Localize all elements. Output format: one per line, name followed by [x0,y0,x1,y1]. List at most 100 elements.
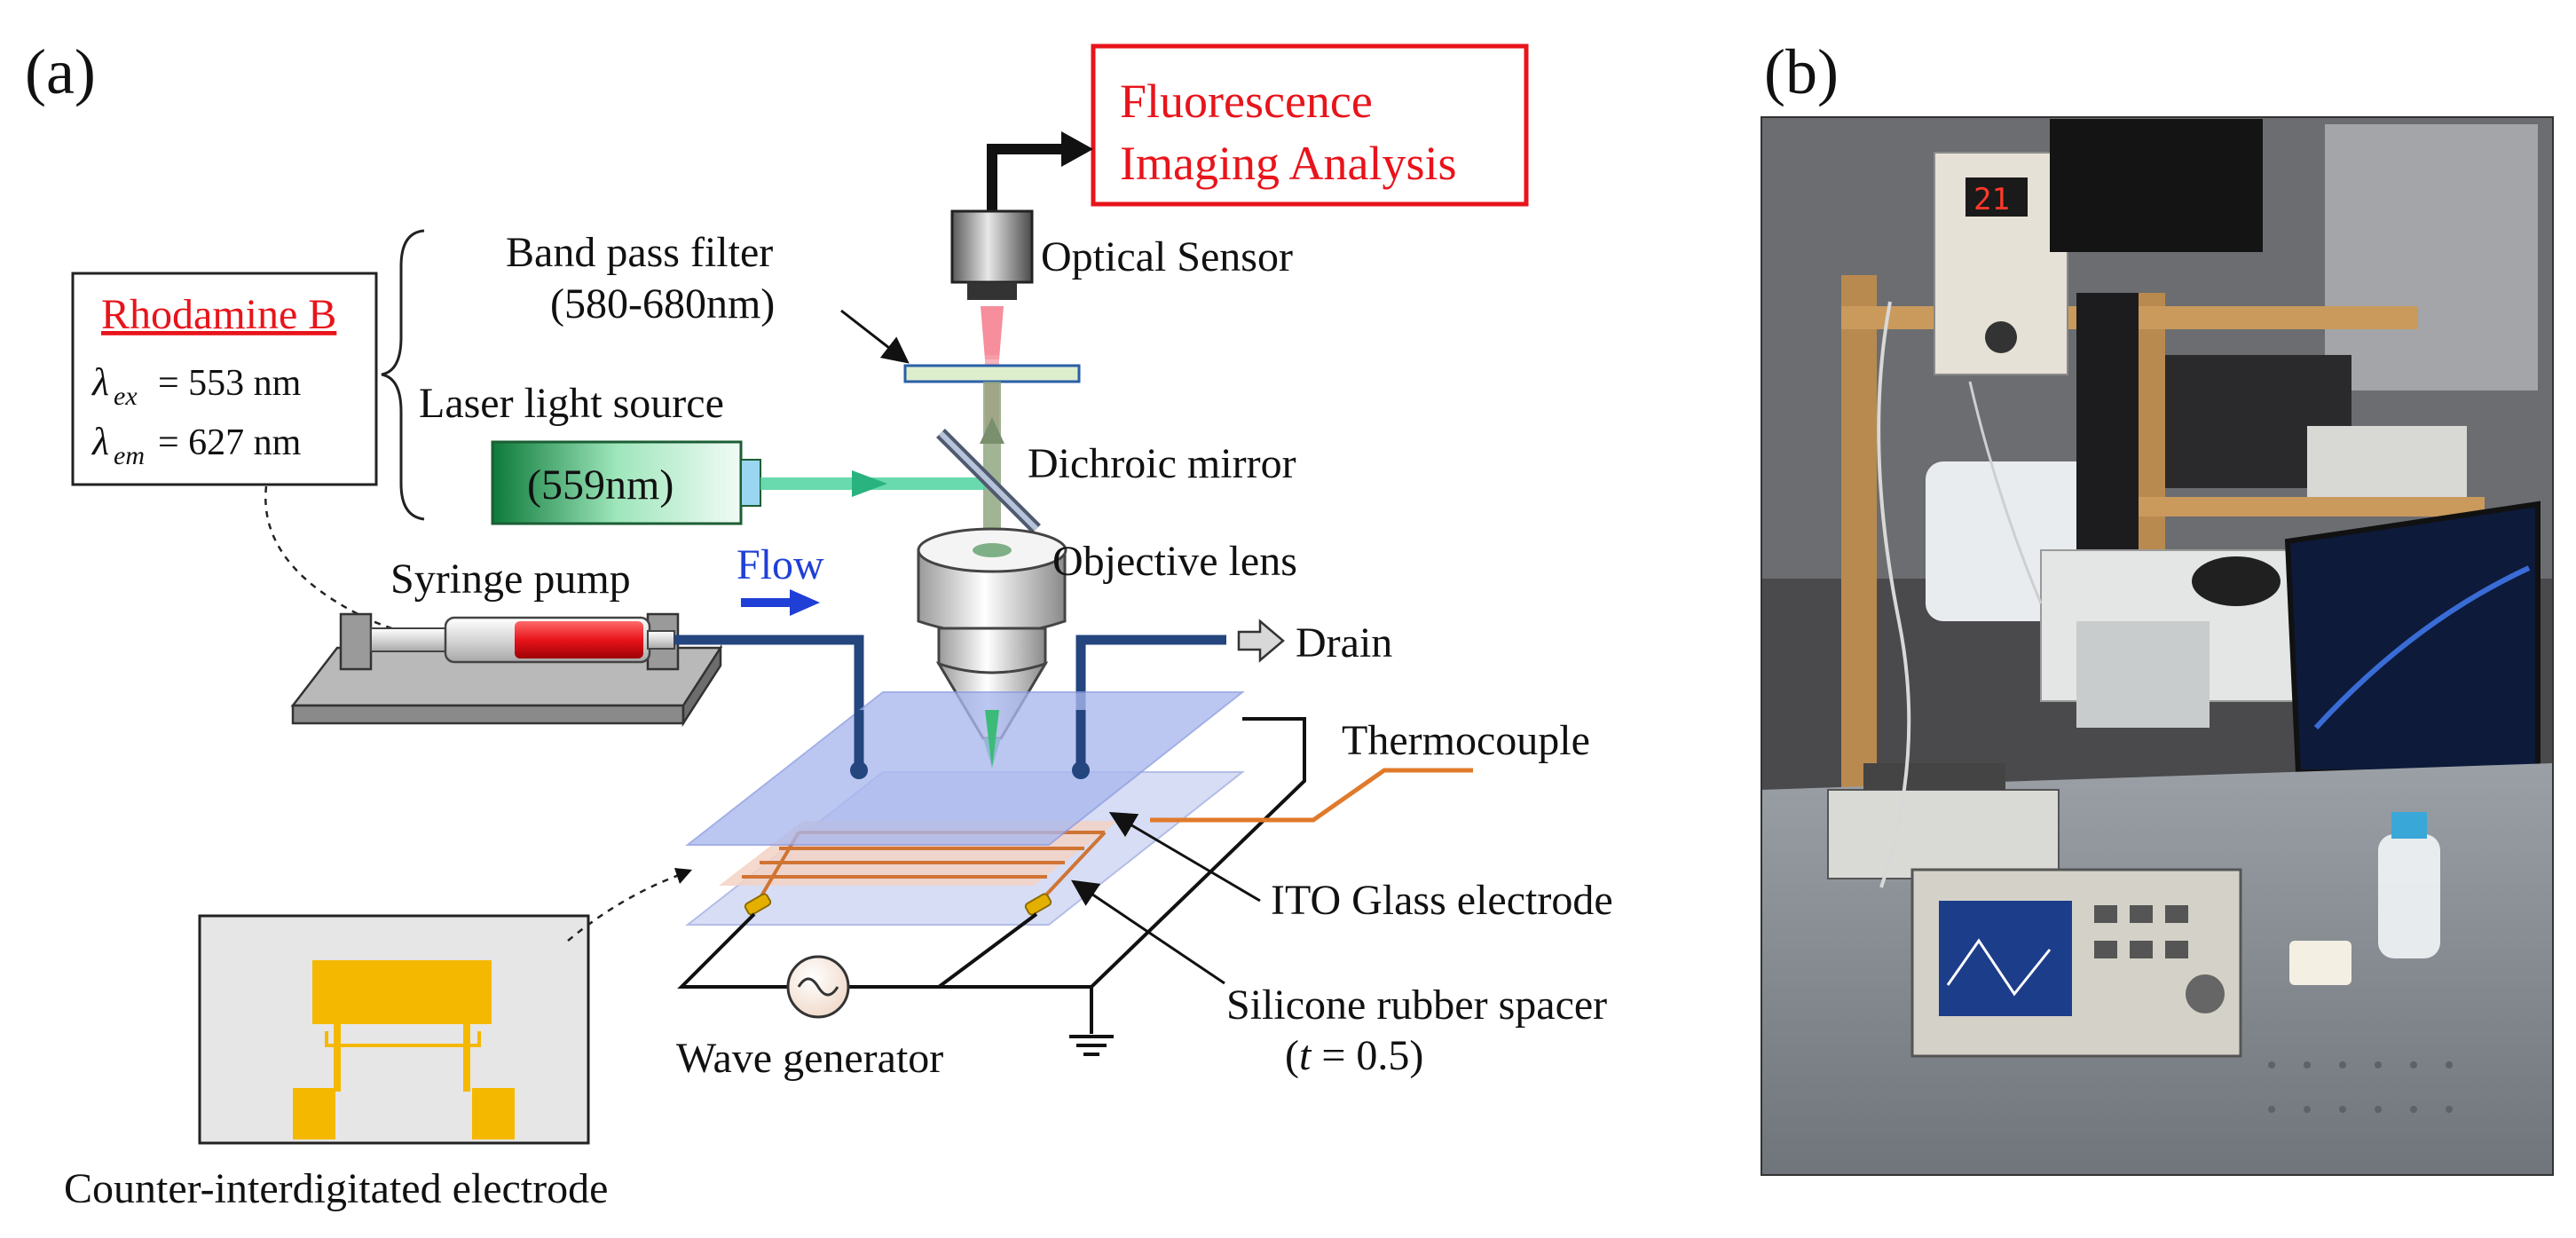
photo-microscope-stage [2076,621,2210,728]
dye-box: Rhodamine B λ ex = 553 nm λ em = 627 nm [71,272,378,486]
spacer-thickness: (t = 0.5) [1285,1032,1423,1079]
dye-ex-symbol: λ [91,360,109,404]
filter-pointer [840,309,910,364]
photo-button [2094,905,2117,923]
spacer-label: Silicone rubber spacer [1226,982,1607,1029]
dye-em-value: = 627 nm [158,422,302,463]
right-connector [1024,893,1052,916]
dye-box-frame [71,272,378,486]
photo-generator-wave [1946,938,2052,997]
band-pass-filter [903,364,1081,383]
photo-poster [2325,124,2538,390]
photo-controller-display [1965,177,2028,217]
photo-monitor-top [2050,119,2263,252]
photo-thermometer [2289,941,2351,985]
sensor-body [950,209,1034,284]
sensor-output-arrow [987,144,1074,217]
lab-photo: 21 [1761,116,2554,1176]
panel-a-label: (a) [25,36,96,107]
focus-cone [985,710,999,769]
inset-pad-top [312,960,492,1024]
flow-label: Flow [737,541,824,588]
photo-syringe-pump [1827,789,2060,879]
band-pass-filter-label: Band pass filter [506,229,773,276]
laser-wavelength: (559nm) [527,461,674,509]
inset-pointer-head [674,868,692,884]
sine-icon [797,977,839,997]
optical-sensor-label: Optical Sensor [1041,233,1293,280]
fluorescence-beam-head [981,306,1004,359]
flow-arrow-head [790,589,820,616]
dye-em-sub: em [114,441,145,470]
syringe-plunger [370,627,452,652]
photo-monitor-wallpaper [2313,565,2531,730]
syringe-pump-label: Syringe pump [390,556,631,603]
right-lead [1035,831,1107,907]
dye-ex-sub: ex [114,382,138,411]
laser-source: (559nm) [491,440,761,525]
vertical-beam-arrow [980,417,1004,444]
ito-glass-label: ITO Glass electrode [1271,877,1613,924]
sensor-neck [967,282,1017,300]
inset-bridge [325,1031,481,1047]
outlet-port-top [1072,761,1090,779]
objective-lens-label: Objective lens [1052,538,1297,585]
laser-beam-arrow [852,470,887,497]
counter-electrode-label: Counter-interdigitated electrode [64,1165,608,1212]
photo-instrument-2 [2307,426,2467,497]
dye-ex-value: = 553 nm [158,363,302,404]
photo-controller-knob [1985,321,2017,353]
top-glass [685,691,1245,846]
output-box-frame [1091,43,1529,207]
photo-display-readout: 21 [1973,182,2010,217]
syringe-tip [647,630,675,650]
syringe-pump [290,612,723,728]
inset-pad-left [293,1088,335,1139]
wire-right-loop [939,717,1306,989]
photo-wash-bottle [2378,834,2440,958]
dichroic-mirror-face [938,430,1039,532]
photo-camera-tube [2076,293,2139,577]
pump-base-side [681,643,722,728]
photo-button [2165,941,2188,958]
photo-eyepieces [2192,556,2281,606]
thermocouple-label: Thermocouple [1342,717,1590,764]
syringe-liquid [515,621,643,658]
dye-brace [381,229,425,521]
dye-name: Rhodamine B [101,291,336,338]
output-line-2: Imaging Analysis [1120,137,1456,190]
lens-mid-body [937,627,1047,674]
photo-button [2130,941,2153,958]
shelf-board-mid [2068,497,2485,516]
spacer-pointer [1071,879,1225,985]
photo-syringe [1863,763,2005,790]
sensor-output-arrowhead [1061,131,1093,167]
photo-generator-knob [2186,974,2225,1013]
left-connector [744,893,772,916]
photo-generator-buttons [2094,905,2188,958]
laser-aperture [740,459,761,507]
electrode-inset [198,914,590,1145]
vertical-beam [983,382,1001,559]
wave-generator-label: Wave generator [676,1035,943,1082]
inset-pointer [567,872,682,942]
photo-cable-1 [1877,301,1911,888]
ito-pointer [1108,811,1261,903]
photo-generator-screen [1939,901,2072,1016]
laser-source-label: Laser light source [419,380,724,427]
lens-entrance [973,543,1012,557]
laser-body [491,440,743,525]
inset-frame [198,914,590,1145]
pump-pusher-block [339,612,373,671]
photo-bottle-cap [2391,812,2427,839]
photo-button [2094,941,2117,958]
wire-left [677,912,790,989]
inlet-port-top [850,761,868,779]
circuit [677,717,1306,1056]
optical-sensor [950,209,1034,300]
photo-frame [1761,116,2554,1176]
photo-button [2130,905,2153,923]
band-pass-filter-range: (580-680nm) [550,280,775,327]
photo-button [2165,905,2188,923]
